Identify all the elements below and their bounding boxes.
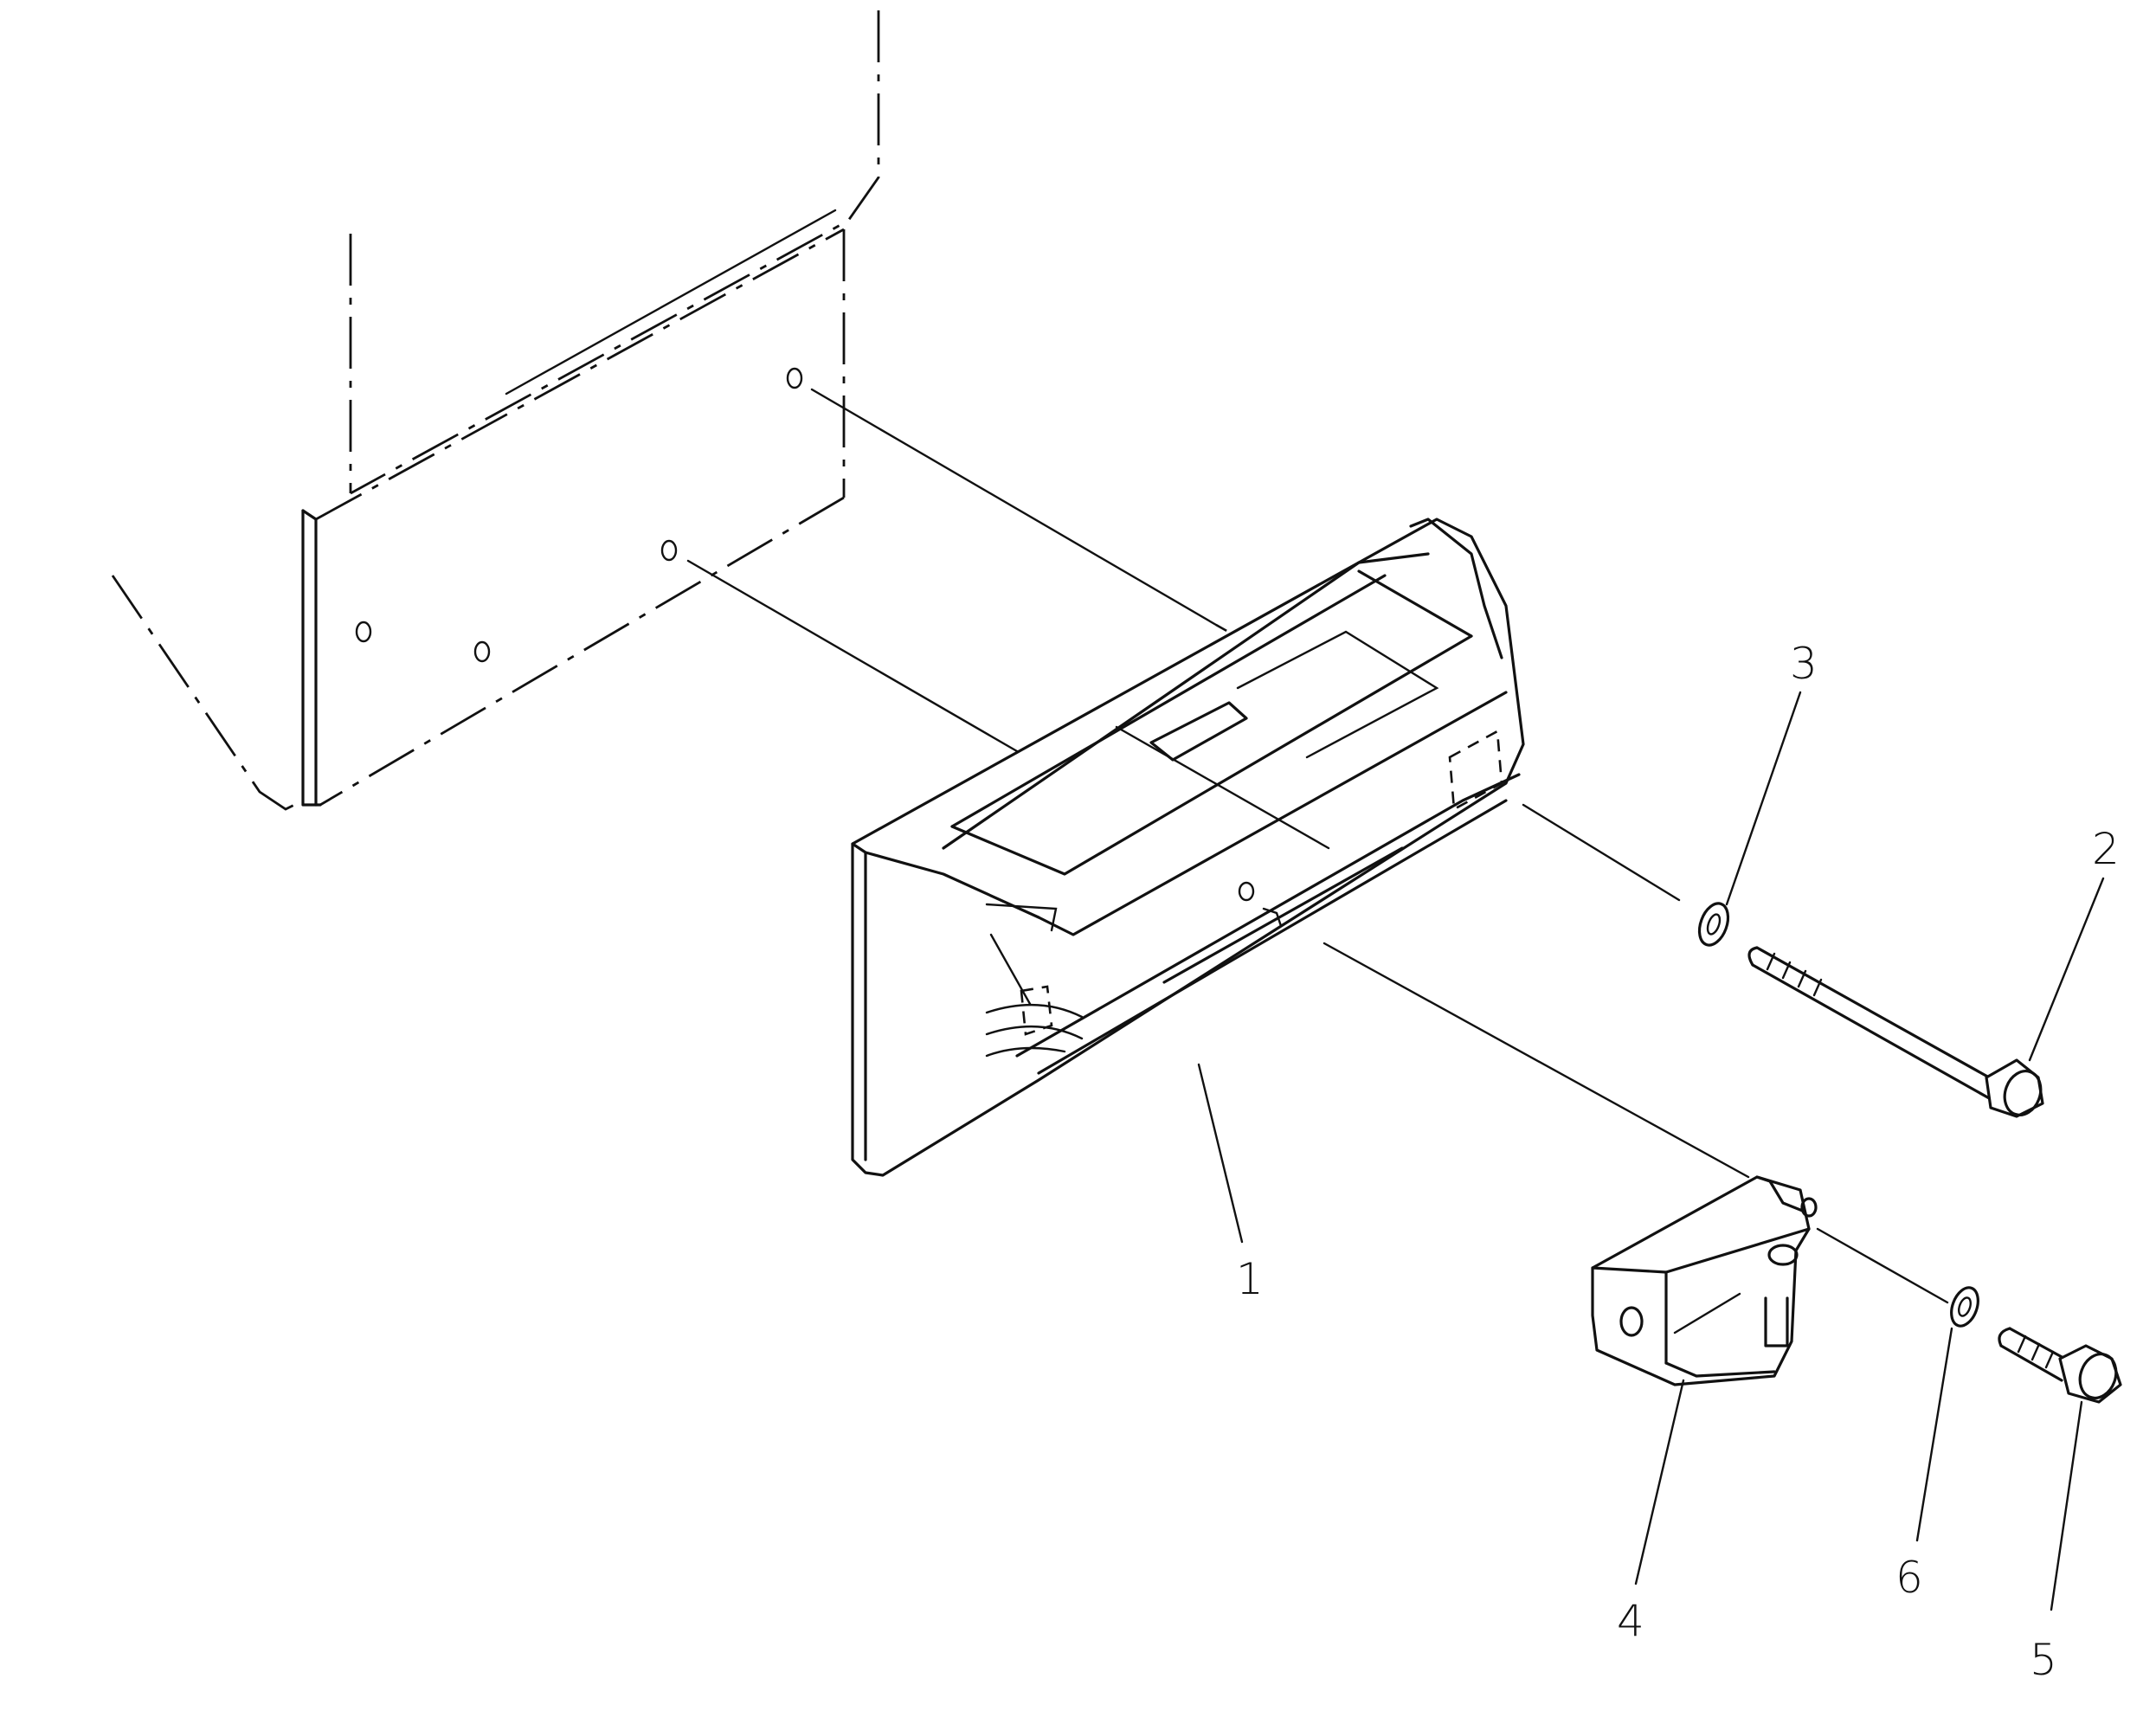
callout-4: 4: [1617, 1596, 1644, 1646]
frame-bolt-hole: [786, 367, 803, 389]
bolt-5: [1998, 1327, 2122, 1404]
frame-bolt-hole: [355, 621, 372, 643]
callout-5: 5: [2030, 1635, 2057, 1685]
callout-leaders: [1197, 691, 2105, 1611]
callout-2: 2: [2092, 824, 2120, 874]
bolt-2: [1747, 946, 2044, 1118]
counterweight: [851, 518, 1525, 1177]
callout-1: 1: [1236, 1254, 1264, 1304]
frame-bolt-hole: [660, 539, 678, 562]
mounting-frame: [111, 10, 880, 811]
callout-3: 3: [1790, 639, 1818, 689]
callout-6: 6: [1895, 1553, 1923, 1603]
frame-bolt-hole: [473, 640, 491, 663]
bracket-4: [1591, 1175, 1818, 1386]
washer-6: [1950, 1286, 1979, 1328]
washer-3: [1697, 902, 1730, 947]
